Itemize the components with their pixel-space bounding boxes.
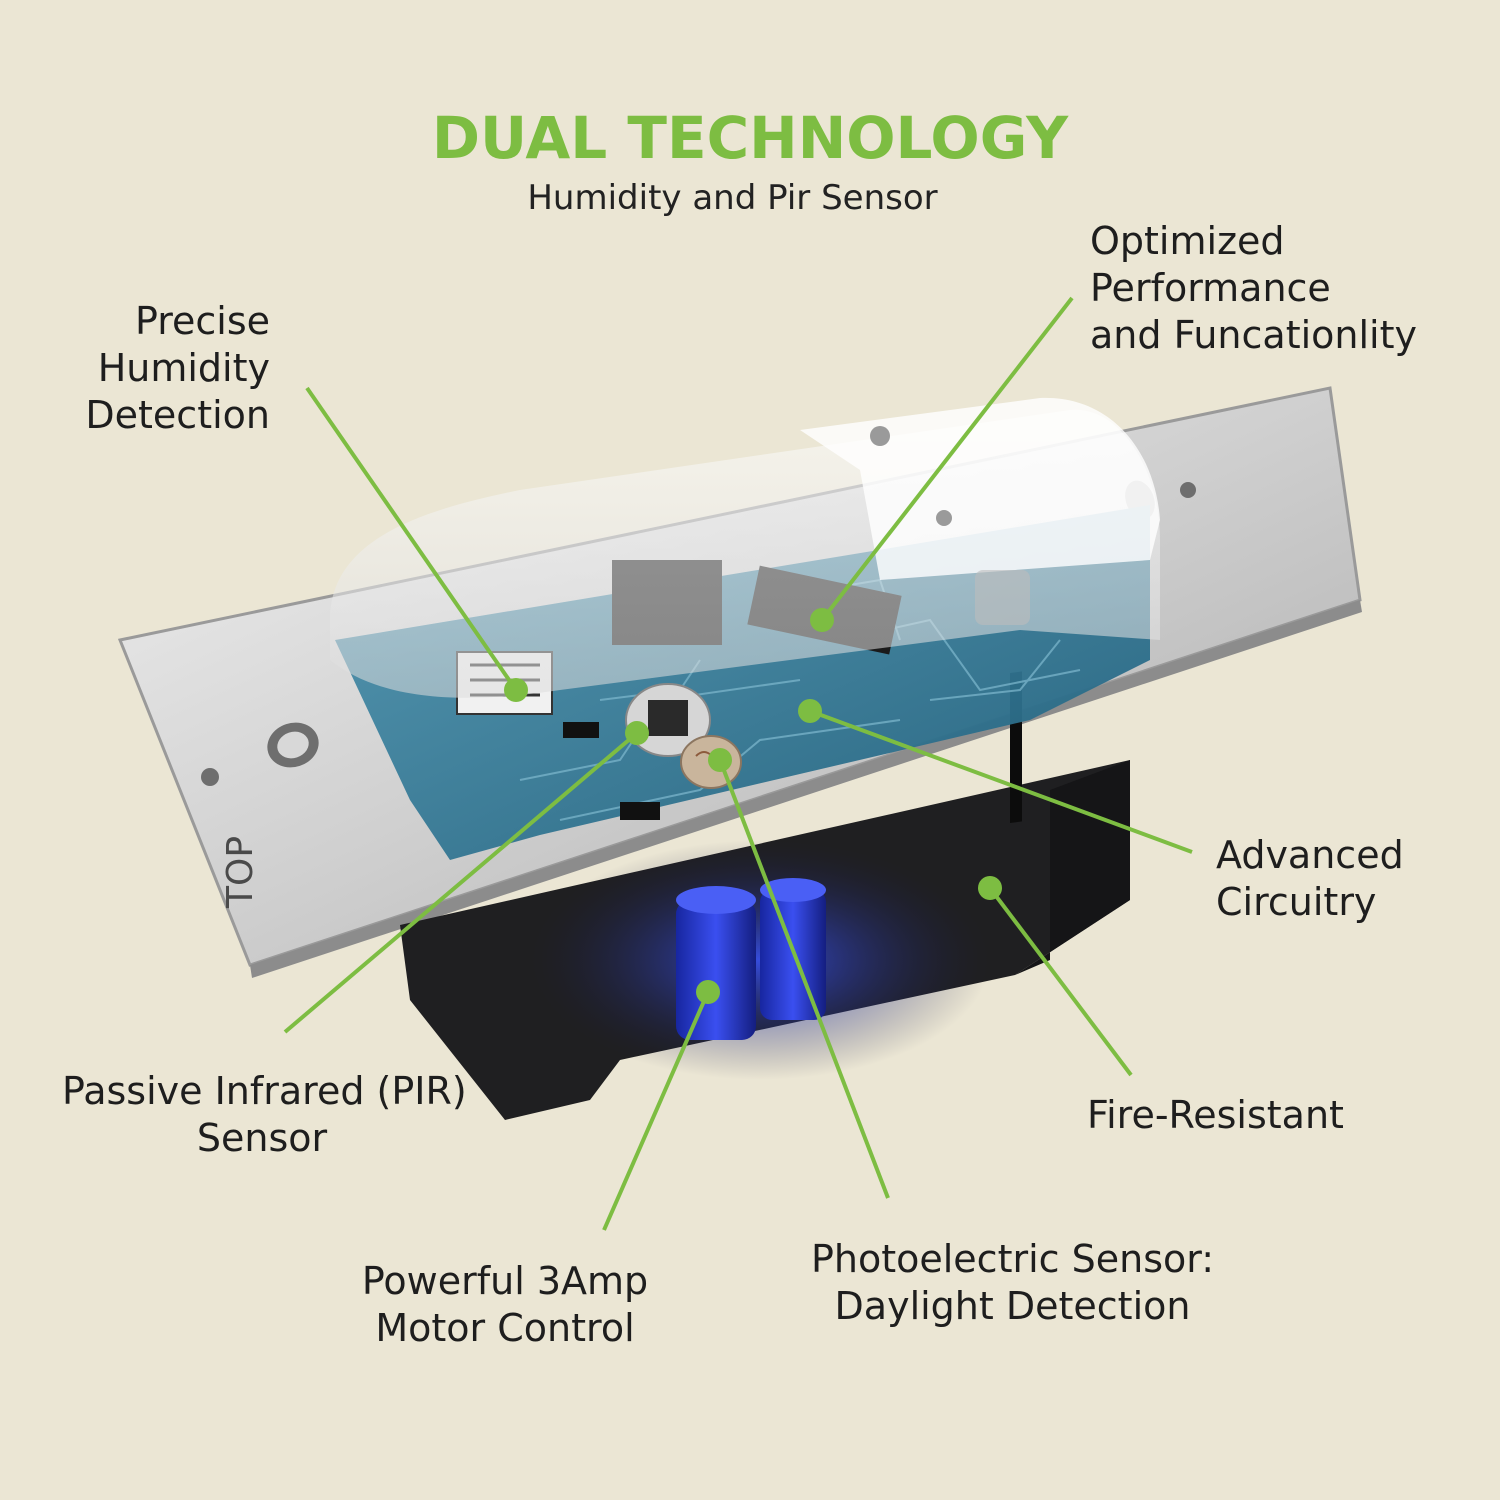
- page-title: DUAL TECHNOLOGY: [431, 104, 1069, 172]
- leader-line-pir: [283, 731, 639, 1034]
- page-subtitle: Humidity and Pir Sensor: [527, 178, 938, 218]
- leader-line-circuitry: [809, 709, 1193, 854]
- callout-dot-motor: [696, 980, 720, 1004]
- leader-line-motor: [602, 991, 710, 1231]
- callout-dot-pir: [625, 721, 649, 745]
- callout-performance: Optimized Performance and Funcationlity: [1090, 219, 1417, 357]
- callout-dot-performance: [810, 608, 834, 632]
- motor-capacitor-left: [676, 900, 756, 1040]
- callout-dot-fire: [978, 876, 1002, 900]
- callout-motor: Powerful 3Amp Motor Control: [361, 1259, 649, 1350]
- callout-photo: Photoelectric Sensor: Daylight Detection: [810, 1237, 1215, 1328]
- callout-dot-photo: [708, 748, 732, 772]
- callout-fire: Fire-Resistant: [1087, 1093, 1344, 1137]
- leader-line-photo: [718, 759, 890, 1199]
- leader-line-humidity: [305, 386, 518, 692]
- leader-line-performance: [820, 296, 1074, 622]
- leader-line-fire: [988, 886, 1133, 1077]
- callout-pir: Passive Infrared (PIR) Sensor: [62, 1069, 467, 1160]
- callout-humidity: Precise Humidity Detection: [85, 299, 270, 437]
- callout-dot-humidity: [504, 678, 528, 702]
- callout-circuitry: Advanced Circuitry: [1216, 833, 1404, 924]
- callout-dot-circuitry: [798, 699, 822, 723]
- plate-top-mark: TOP: [220, 836, 261, 909]
